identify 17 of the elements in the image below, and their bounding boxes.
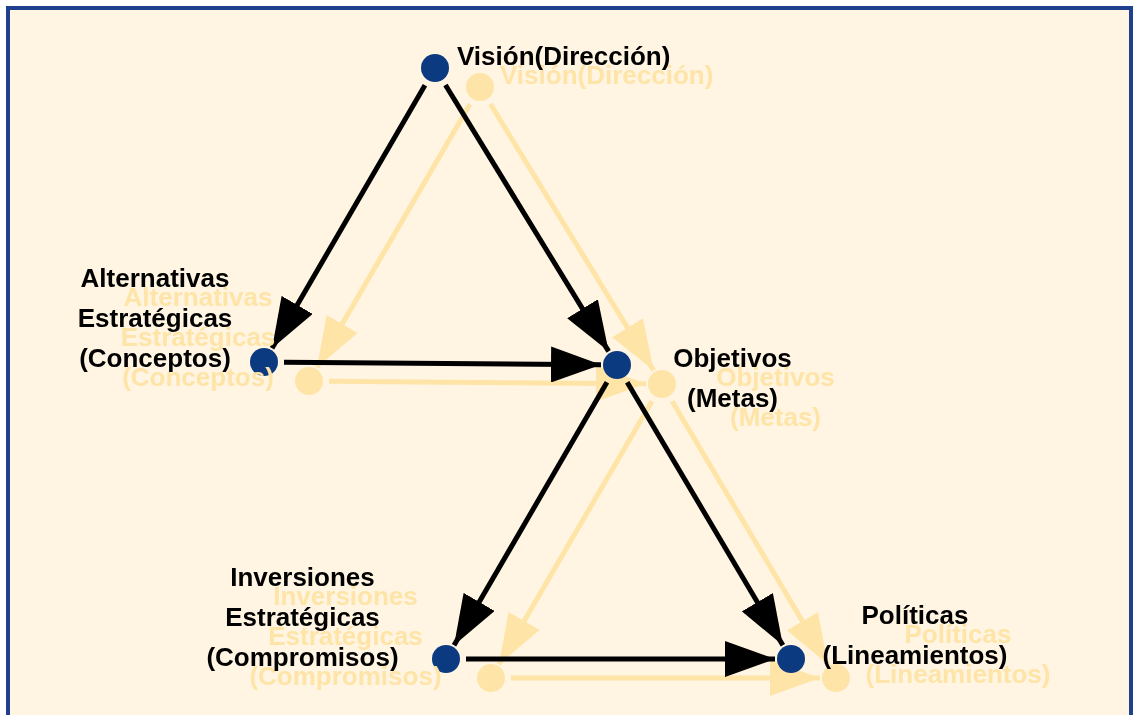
node-label: Objetivos (Metas) — [672, 342, 793, 415]
arrow-shadow — [488, 102, 656, 372]
arrow-shadow — [670, 399, 830, 666]
arrow — [269, 84, 428, 350]
arrow-shadow — [314, 103, 473, 369]
arrow-shadow — [511, 660, 820, 696]
arrow — [451, 381, 610, 647]
node-label: Inversiones Estratégicas (Compromisos) — [205, 561, 400, 674]
node-label: Visión(Dirección) — [457, 40, 671, 73]
arrow — [466, 641, 775, 677]
arrow-shadow — [328, 365, 646, 402]
node-label: Alternativas Estratégicas (Conceptos) — [76, 262, 234, 375]
arrow — [625, 380, 785, 647]
node-label: Políticas (Lineamientos) — [821, 599, 1009, 672]
arrow-shadow — [496, 400, 655, 666]
arrow — [443, 83, 611, 353]
arrow — [283, 346, 601, 383]
